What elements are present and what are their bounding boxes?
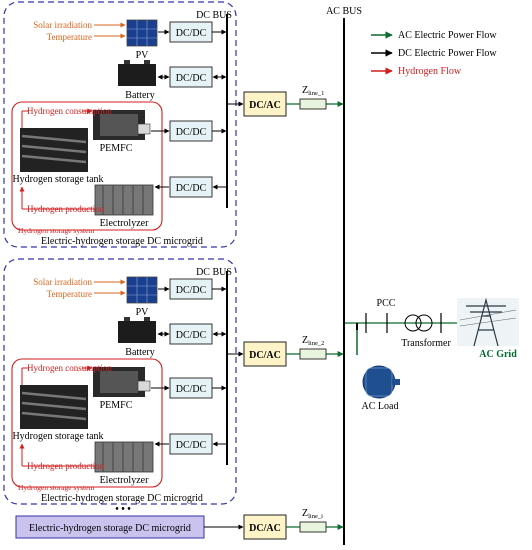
inverter-1: DC/AC Zline_1 bbox=[228, 85, 344, 117]
microgrid-1: Solar irradiation Temperature PV DC BUS … bbox=[4, 2, 236, 247]
svg-text:DC/AC: DC/AC bbox=[249, 100, 281, 111]
h2-system-label: Hydrogen storage system bbox=[18, 226, 94, 235]
zline-1-label: Zline_1 bbox=[302, 85, 324, 97]
grid-connection: PCC Transformer AC Grid AC Load bbox=[345, 297, 519, 412]
electrolyzer-label: Electrolyzer bbox=[100, 218, 150, 229]
power-tower-icon bbox=[457, 297, 519, 347]
solar-label: Solar irradiation bbox=[33, 277, 92, 287]
solar-label: Solar irradiation bbox=[33, 20, 92, 30]
h2-consumption-label: Hydrogen consumption bbox=[27, 363, 112, 373]
microgrid-caption: Electric-hydrogen storage DC microgrid bbox=[41, 236, 203, 247]
inverter-i: Electric-hydrogen storage DC microgrid D… bbox=[15, 508, 344, 540]
legend-h2: Hydrogen Flow bbox=[398, 66, 462, 77]
pemfc-label: PEMFC bbox=[100, 143, 133, 154]
converter-pv: DC/DC bbox=[176, 285, 207, 296]
h2-production-label: Hydrogen production bbox=[27, 204, 105, 214]
converter-pv: DC/DC bbox=[176, 28, 207, 39]
zline-i-label: Zline_i bbox=[302, 508, 323, 520]
dc-bus-label: DC BUS bbox=[196, 10, 232, 21]
temperature-label: Temperature bbox=[47, 289, 92, 299]
electrolyzer-label: Electrolyzer bbox=[100, 475, 150, 486]
ellipsis: • • • bbox=[115, 504, 131, 515]
h2-consumption-label: Hydrogen consumption bbox=[27, 106, 112, 116]
converter-battery: DC/DC bbox=[176, 73, 207, 84]
ac-bus-label: AC BUS bbox=[326, 6, 362, 17]
converter-electrolyzer: DC/DC bbox=[176, 183, 207, 194]
zline-2-label: Zline_2 bbox=[302, 335, 324, 347]
ac-grid-label: AC Grid bbox=[479, 349, 517, 360]
converter-pemfc: DC/DC bbox=[176, 127, 207, 138]
ac-load-label: AC Load bbox=[362, 401, 399, 412]
temperature-label: Temperature bbox=[47, 32, 92, 42]
h2-tank-label: Hydrogen storage tank bbox=[12, 174, 103, 185]
converter-electrolyzer: DC/DC bbox=[176, 440, 207, 451]
microgrid-2: Solar irradiation Temperature PV DC BUS … bbox=[4, 259, 236, 504]
transformer-icon bbox=[404, 314, 422, 332]
pemfc-label: PEMFC bbox=[100, 400, 133, 411]
dc-bus-label: DC BUS bbox=[196, 267, 232, 278]
pv-label: PV bbox=[136, 50, 150, 61]
svg-text:DC/AC: DC/AC bbox=[249, 350, 281, 361]
pcc-label: PCC bbox=[377, 298, 396, 309]
converter-pemfc: DC/DC bbox=[176, 384, 207, 395]
battery-label: Battery bbox=[125, 347, 154, 358]
h2-tank-label: Hydrogen storage tank bbox=[12, 431, 103, 442]
battery-label: Battery bbox=[125, 90, 154, 101]
microgrid-caption: Electric-hydrogen storage DC microgrid bbox=[41, 493, 203, 504]
h2-production-label: Hydrogen production bbox=[27, 461, 105, 471]
motor-icon bbox=[362, 365, 400, 399]
legend: AC Electric Power Flow DC Electric Power… bbox=[371, 30, 497, 77]
svg-text:DC/AC: DC/AC bbox=[249, 523, 281, 534]
bottom-microgrid-label: Electric-hydrogen storage DC microgrid bbox=[29, 523, 191, 534]
transformer-label: Transformer bbox=[401, 338, 451, 349]
h2-system-label: Hydrogen storage system bbox=[18, 483, 94, 492]
inverter-2: DC/AC Zline_2 bbox=[228, 335, 344, 367]
pv-label: PV bbox=[136, 307, 150, 318]
legend-ac: AC Electric Power Flow bbox=[398, 30, 497, 41]
converter-battery: DC/DC bbox=[176, 330, 207, 341]
legend-dc: DC Electric Power Flow bbox=[398, 48, 497, 59]
